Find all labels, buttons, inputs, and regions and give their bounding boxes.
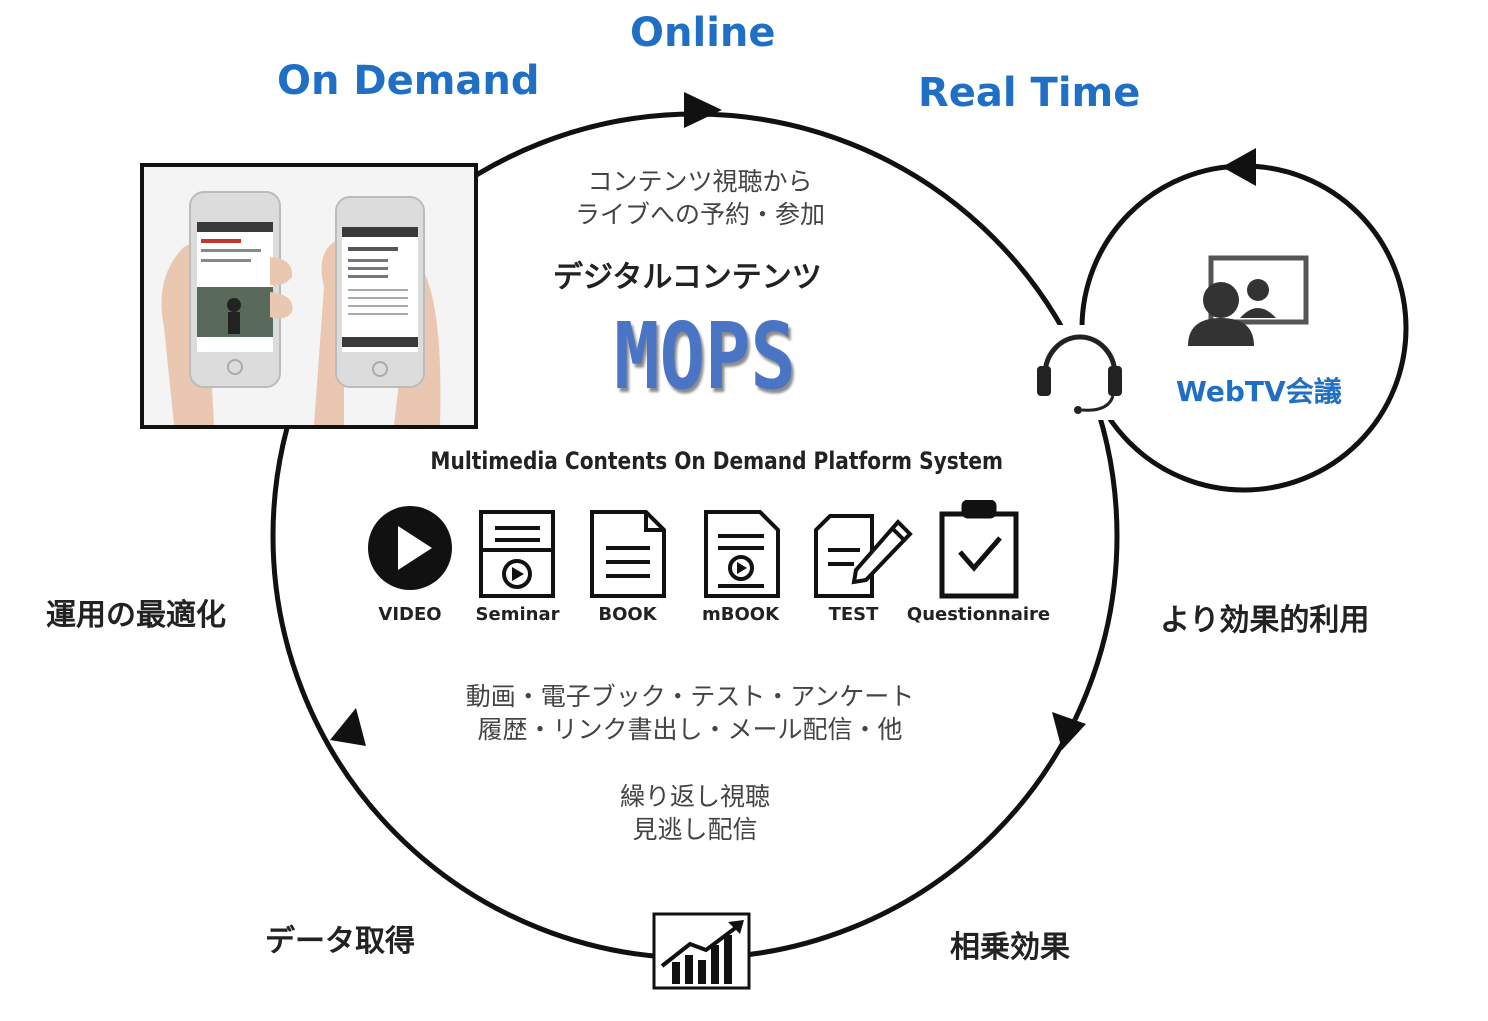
video-label: VIDEO (378, 604, 442, 625)
clipboard-check-icon (939, 500, 1019, 599)
arrow-right-icon (1052, 712, 1086, 750)
book-label: BOOK (598, 604, 657, 625)
mops-logo: MOPS (614, 303, 796, 410)
smartphone-image (144, 167, 474, 425)
seminar-icon (479, 510, 555, 598)
online-label: Online (630, 10, 776, 56)
data-acquisition-label: データ取得 (265, 924, 415, 959)
headset-icon (1030, 325, 1130, 420)
intro-line-1: コンテンツ視聴から (587, 167, 813, 196)
mops-subtitle: Multimedia Contents On Demand Platform S… (430, 447, 1004, 475)
video-conference-icon (1188, 255, 1309, 346)
test-label: TEST (828, 604, 879, 625)
intro-text: コンテンツ視聴から ライブへの予約・参加 (520, 165, 880, 231)
replay-line-1: 繰り返し視聴 (619, 782, 770, 811)
replay-text: 繰り返し視聴 見逃し配信 (590, 780, 800, 846)
replay-line-2: 見逃し配信 (632, 815, 758, 844)
synergy-label: 相乗効果 (950, 930, 1070, 965)
intro-line-2: ライブへの予約・参加 (574, 200, 825, 229)
seminar-label: Seminar (475, 604, 560, 625)
features-line-1: 動画・電子ブック・テスト・アンケート (465, 682, 915, 711)
features-line-2: 履歴・リンク書出し・メール配信・他 (477, 715, 903, 744)
arrow-top-icon (684, 92, 722, 128)
digital-contents-label: デジタルコンテンツ (553, 260, 822, 295)
test-icon (814, 514, 913, 598)
real-time-label: Real Time (918, 70, 1141, 116)
play-icon (368, 506, 452, 590)
on-demand-label: On Demand (277, 58, 540, 104)
effective-use-label: より効果的利用 (1160, 603, 1370, 638)
book-icon (590, 510, 666, 598)
arrow-webtv-icon (1222, 148, 1256, 186)
content-icons (368, 500, 1019, 599)
arrow-left-icon (330, 708, 366, 746)
mbook-label: mBOOK (701, 604, 780, 625)
optimization-label: 運用の最適化 (46, 598, 226, 633)
growth-chart-icon (652, 912, 751, 990)
questionnaire-label: Questionnaire (906, 604, 1051, 625)
webtv-label: WebTV会議 (1176, 375, 1342, 408)
features-text: 動画・電子ブック・テスト・アンケート 履歴・リンク書出し・メール配信・他 (430, 680, 950, 746)
mbook-icon (704, 510, 780, 598)
phones-photo (140, 163, 478, 429)
